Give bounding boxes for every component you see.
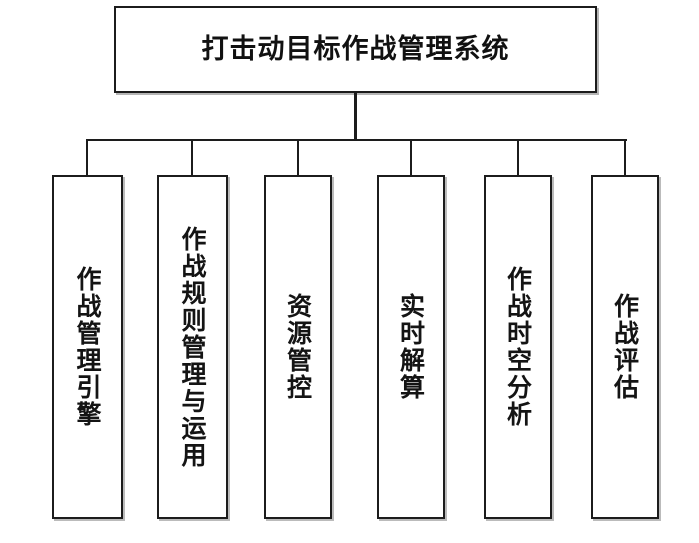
connector-drop-1 (86, 139, 88, 175)
connector-horizontal-bus (86, 139, 627, 141)
connector-drop-6 (624, 139, 626, 175)
child-node-box-3[interactable]: 资源管控 (264, 175, 332, 519)
connector-drop-5 (517, 139, 519, 175)
root-node-box[interactable]: 打击动目标作战管理系统 (114, 6, 597, 93)
child-node-box-4[interactable]: 实时解算 (377, 175, 445, 519)
child-node-label-4: 实时解算 (396, 293, 426, 401)
child-node-box-1[interactable]: 作战管理引擎 (52, 175, 123, 519)
child-node-label-2: 作战规则管理与运用 (178, 225, 207, 469)
child-node-box-2[interactable]: 作战规则管理与运用 (157, 175, 228, 519)
connector-drop-3 (297, 139, 299, 175)
child-node-label-1: 作战管理引擎 (73, 266, 102, 428)
child-node-box-6[interactable]: 作战评估 (591, 175, 659, 519)
child-node-label-5: 作战时空分析 (503, 266, 533, 428)
connector-drop-2 (191, 139, 193, 175)
connector-root-stem (354, 93, 357, 141)
child-node-label-6: 作战评估 (610, 293, 640, 401)
child-node-box-5[interactable]: 作战时空分析 (484, 175, 552, 519)
child-node-label-3: 资源管控 (283, 293, 313, 401)
connector-drop-4 (410, 139, 412, 175)
root-node-label: 打击动目标作战管理系统 (201, 33, 510, 65)
